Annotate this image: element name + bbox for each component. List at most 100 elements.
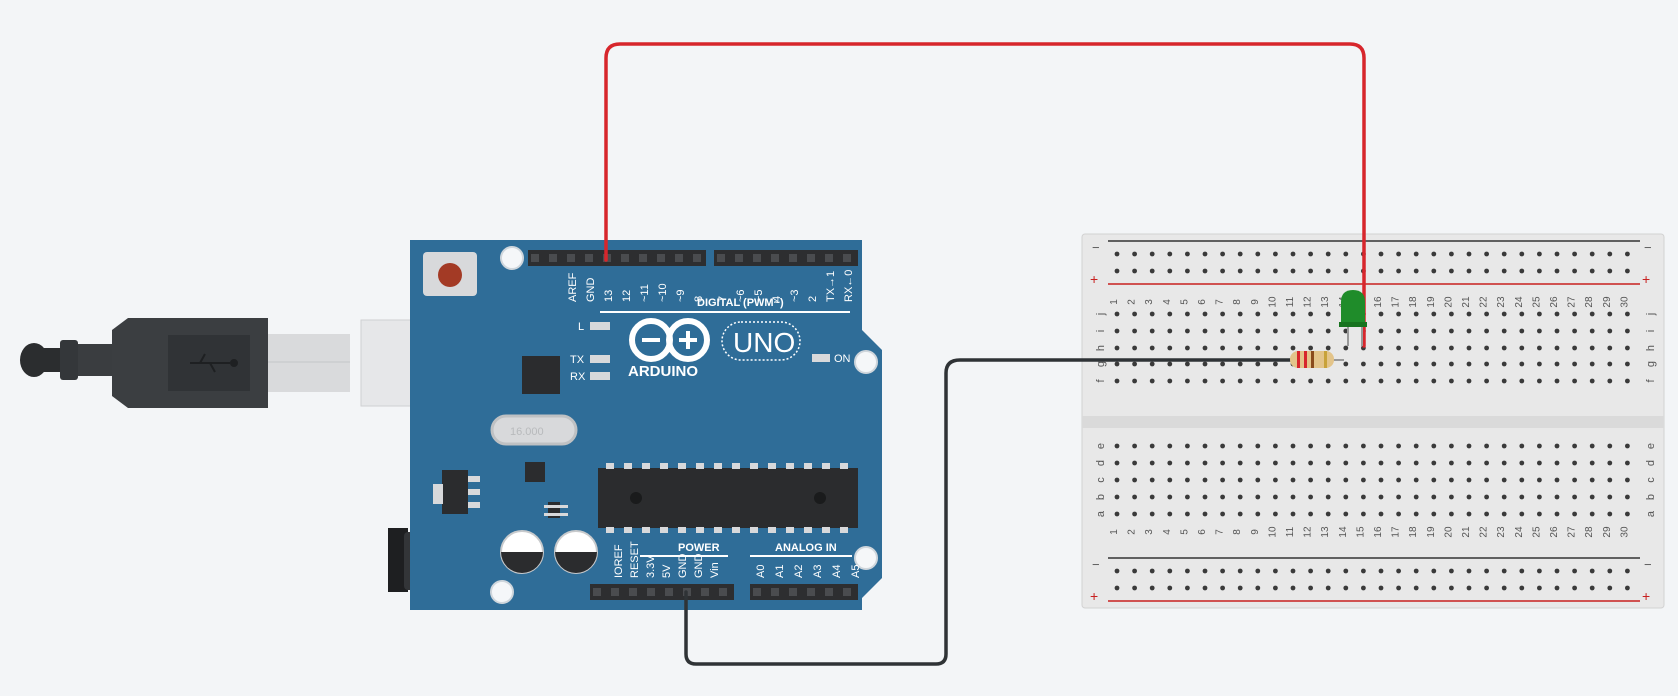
rail-hole[interactable]: [1519, 251, 1525, 257]
bb-hole[interactable]: [1255, 378, 1261, 384]
reset-button[interactable]: [423, 252, 477, 296]
bb-hole[interactable]: [1466, 311, 1472, 317]
bb-hole[interactable]: [1114, 494, 1120, 500]
bb-hole[interactable]: [1149, 460, 1155, 466]
bb-hole[interactable]: [1325, 494, 1331, 500]
bb-hole[interactable]: [1501, 378, 1507, 384]
rail-hole[interactable]: [1149, 251, 1155, 257]
bb-hole[interactable]: [1484, 345, 1489, 351]
bb-hole[interactable]: [1501, 477, 1507, 483]
bb-hole[interactable]: [1149, 311, 1155, 317]
bb-hole[interactable]: [1290, 443, 1296, 449]
bb-hole[interactable]: [1273, 328, 1278, 334]
rail-hole[interactable]: [1484, 251, 1489, 257]
bb-hole[interactable]: [1308, 494, 1313, 500]
bb-hole[interactable]: [1308, 378, 1313, 384]
bb-hole[interactable]: [1185, 311, 1190, 317]
bb-hole[interactable]: [1537, 477, 1542, 483]
rail-hole[interactable]: [1114, 251, 1120, 257]
bb-hole[interactable]: [1273, 361, 1278, 367]
rail-hole[interactable]: [1572, 568, 1577, 574]
rail-hole[interactable]: [1308, 251, 1313, 257]
bb-hole[interactable]: [1149, 443, 1155, 449]
rail-hole[interactable]: [1167, 585, 1173, 591]
rail-hole[interactable]: [1361, 568, 1366, 574]
bb-hole[interactable]: [1290, 477, 1296, 483]
rail-hole[interactable]: [1149, 568, 1155, 574]
breadboard-holes[interactable]: [1114, 251, 1630, 591]
bb-hole[interactable]: [1167, 477, 1173, 483]
rail-hole[interactable]: [1149, 268, 1155, 274]
bb-hole[interactable]: [1589, 378, 1595, 384]
bb-hole[interactable]: [1484, 311, 1489, 317]
bb-hole[interactable]: [1484, 328, 1489, 334]
bb-hole[interactable]: [1290, 460, 1296, 466]
bb-hole[interactable]: [1466, 494, 1472, 500]
bb-hole[interactable]: [1589, 477, 1595, 483]
bb-hole[interactable]: [1343, 443, 1349, 449]
bb-hole[interactable]: [1572, 443, 1577, 449]
bb-hole[interactable]: [1237, 328, 1243, 334]
bb-hole[interactable]: [1466, 477, 1472, 483]
bb-hole[interactable]: [1537, 378, 1542, 384]
bb-hole[interactable]: [1466, 443, 1472, 449]
bb-hole[interactable]: [1361, 511, 1366, 517]
bb-hole[interactable]: [1396, 494, 1401, 500]
rail-hole[interactable]: [1325, 585, 1331, 591]
bb-hole[interactable]: [1325, 477, 1331, 483]
rail-hole[interactable]: [1554, 568, 1560, 574]
bb-hole[interactable]: [1607, 345, 1613, 351]
bb-hole[interactable]: [1431, 311, 1437, 317]
bb-hole[interactable]: [1343, 494, 1349, 500]
bb-hole[interactable]: [1396, 361, 1401, 367]
rail-hole[interactable]: [1501, 251, 1507, 257]
rail-hole[interactable]: [1607, 568, 1613, 574]
rail-hole[interactable]: [1554, 268, 1560, 274]
bb-hole[interactable]: [1167, 311, 1173, 317]
bb-hole[interactable]: [1202, 361, 1208, 367]
bb-hole[interactable]: [1449, 460, 1454, 466]
bb-hole[interactable]: [1449, 345, 1454, 351]
bb-hole[interactable]: [1149, 345, 1155, 351]
bb-hole[interactable]: [1466, 328, 1472, 334]
bb-hole[interactable]: [1202, 511, 1208, 517]
rail-hole[interactable]: [1625, 251, 1630, 257]
bb-hole[interactable]: [1449, 511, 1454, 517]
rail-hole[interactable]: [1202, 568, 1208, 574]
bb-hole[interactable]: [1537, 443, 1542, 449]
bb-hole[interactable]: [1132, 460, 1137, 466]
rail-hole[interactable]: [1290, 268, 1296, 274]
rail-hole[interactable]: [1273, 585, 1278, 591]
bb-hole[interactable]: [1625, 345, 1630, 351]
bb-hole[interactable]: [1554, 361, 1560, 367]
rail-hole[interactable]: [1519, 568, 1525, 574]
bb-hole[interactable]: [1378, 345, 1384, 351]
bb-hole[interactable]: [1290, 345, 1296, 351]
bb-hole[interactable]: [1343, 511, 1349, 517]
bb-hole[interactable]: [1220, 345, 1225, 351]
rail-hole[interactable]: [1466, 268, 1472, 274]
bb-hole[interactable]: [1325, 328, 1331, 334]
bb-hole[interactable]: [1607, 494, 1613, 500]
bb-hole[interactable]: [1343, 477, 1349, 483]
bb-hole[interactable]: [1167, 494, 1173, 500]
bb-hole[interactable]: [1308, 311, 1313, 317]
ground-wire[interactable]: [684, 358, 1294, 666]
bb-hole[interactable]: [1625, 460, 1630, 466]
bb-hole[interactable]: [1554, 443, 1560, 449]
bb-hole[interactable]: [1114, 511, 1120, 517]
bb-hole[interactable]: [1167, 328, 1173, 334]
bb-hole[interactable]: [1413, 311, 1419, 317]
bb-hole[interactable]: [1149, 378, 1155, 384]
bb-hole[interactable]: [1519, 477, 1525, 483]
bb-hole[interactable]: [1572, 494, 1577, 500]
rail-hole[interactable]: [1132, 251, 1137, 257]
bb-hole[interactable]: [1185, 345, 1190, 351]
bb-hole[interactable]: [1220, 477, 1225, 483]
bb-hole[interactable]: [1554, 328, 1560, 334]
rail-hole[interactable]: [1202, 585, 1208, 591]
bb-hole[interactable]: [1431, 328, 1437, 334]
bb-hole[interactable]: [1149, 511, 1155, 517]
rail-hole[interactable]: [1273, 268, 1278, 274]
rail-hole[interactable]: [1308, 585, 1313, 591]
